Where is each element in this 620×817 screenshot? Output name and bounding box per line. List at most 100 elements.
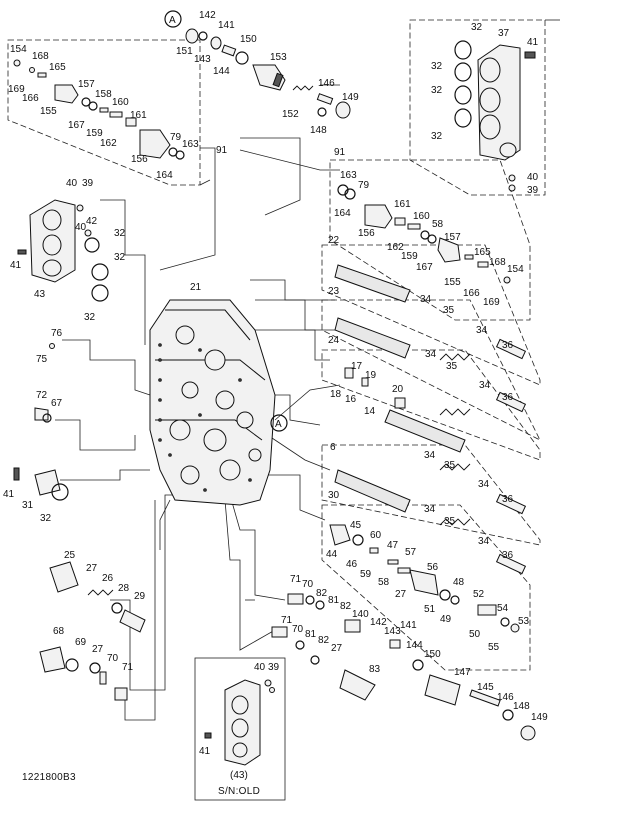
callout-24: 24 <box>328 335 340 346</box>
callout-27-d: 27 <box>92 644 104 655</box>
callout-144: 144 <box>213 66 230 77</box>
top-left-pilot-parts <box>13 59 185 160</box>
callout-40-d: 40 <box>254 662 266 673</box>
callout-32-h: 32 <box>40 513 52 524</box>
callout-41-c: 41 <box>3 489 15 500</box>
callout-164-b: 164 <box>334 208 351 219</box>
callout-32-d: 32 <box>431 131 443 142</box>
callout-148-b: 148 <box>513 701 530 712</box>
callout-19: 19 <box>365 370 377 381</box>
callout-44: 44 <box>326 549 338 560</box>
callout-17: 17 <box>351 361 363 372</box>
callout-58-a: 58 <box>432 219 444 230</box>
callout-154-a: 154 <box>10 44 27 55</box>
callout-168-a: 168 <box>32 51 49 62</box>
callout-81-a: 81 <box>328 595 340 606</box>
callout-40-a: 40 <box>527 172 539 183</box>
callout-154-b: 154 <box>507 264 524 275</box>
callout-164-a: 164 <box>156 170 173 181</box>
top-right-cover <box>454 40 536 192</box>
callout-169-a: 169 <box>8 84 25 95</box>
callout-150-top: 150 <box>240 34 257 45</box>
callout-157-a: 157 <box>78 79 95 90</box>
callout-31: 31 <box>22 500 34 511</box>
callout-40-c: 40 <box>75 222 87 233</box>
callout-82-b: 82 <box>340 601 352 612</box>
callout-56: 56 <box>427 562 439 573</box>
control-valve-body <box>149 299 276 506</box>
callout-20: 20 <box>392 384 404 395</box>
callout-34-b: 34 <box>476 325 488 336</box>
callout-70-c: 70 <box>107 653 119 664</box>
callout-A-body: A <box>275 419 282 430</box>
top-right-cover-group <box>409 19 546 196</box>
top-pilot-parts <box>185 28 351 119</box>
callout-43: 43 <box>34 289 46 300</box>
callout-69: 69 <box>75 637 87 648</box>
callout-39-b: 39 <box>82 178 94 189</box>
callout-152: 152 <box>282 109 299 120</box>
callout-34-h: 34 <box>478 536 490 547</box>
callout-21: 21 <box>190 282 202 293</box>
callout-91-a: 91 <box>216 145 228 156</box>
callout-49: 49 <box>440 614 452 625</box>
callout-25: 25 <box>64 550 76 561</box>
callout-70-a: 70 <box>302 579 314 590</box>
callout-157-b: 157 <box>444 232 461 243</box>
callout-32-f: 32 <box>114 252 126 263</box>
drawing-number: 1221800B3 <box>22 772 76 783</box>
callout-166-b: 166 <box>463 288 480 299</box>
callout-143: 143 <box>194 54 211 65</box>
callout-51: 51 <box>424 604 436 615</box>
callout-156-b: 156 <box>358 228 375 239</box>
spool-group-2 <box>321 299 541 441</box>
callout-36-c: 36 <box>502 494 514 505</box>
callout-26: 26 <box>102 573 114 584</box>
callout-41-b: 41 <box>10 260 22 271</box>
callout-162-a: 162 <box>100 138 117 149</box>
callout-39-a: 39 <box>527 185 539 196</box>
callout-59: 59 <box>360 569 372 580</box>
callout-71-b: 71 <box>281 615 293 626</box>
top-left-pilot-valve-group <box>7 39 201 186</box>
callout-144-b: 144 <box>406 640 423 651</box>
callout-159-a: 159 <box>86 128 103 139</box>
callout-166-a: 166 <box>22 93 39 104</box>
callout-34-d: 34 <box>479 380 491 391</box>
callout-151: 151 <box>176 46 193 57</box>
callout-32-b: 32 <box>431 61 443 72</box>
leader-lines <box>55 19 560 721</box>
callout-143-b: 143 <box>384 626 401 637</box>
callout-53: 53 <box>518 616 530 627</box>
callout-34-g: 34 <box>424 504 436 515</box>
left-cover-parts <box>17 199 109 302</box>
callout-160-b: 160 <box>413 211 430 222</box>
callout-167-a: 167 <box>68 120 85 131</box>
callout-146-b: 146 <box>497 692 514 703</box>
callout-82-a: 82 <box>316 588 328 599</box>
callout-55: 55 <box>488 642 500 653</box>
callout-32-a: 32 <box>471 22 483 33</box>
callout-163-a: 163 <box>182 139 199 150</box>
callout-14: 14 <box>364 406 376 417</box>
callout-39-d: 39 <box>268 662 280 673</box>
callout-54: 54 <box>497 603 509 614</box>
callout-142: 142 <box>199 10 216 21</box>
right-pilot-parts <box>337 184 511 284</box>
callout-163-b: 163 <box>340 170 357 181</box>
callout-159-b: 159 <box>401 251 418 262</box>
callout-34-a: 34 <box>420 294 432 305</box>
callout-91-b: 91 <box>334 147 346 158</box>
callout-150-b: 150 <box>424 649 441 660</box>
callout-36-a: 36 <box>502 340 514 351</box>
callout-27-b: 27 <box>86 563 98 574</box>
view-a-marker-top <box>164 10 182 28</box>
callout-68: 68 <box>53 626 65 637</box>
callout-35-d: 35 <box>444 516 456 527</box>
view-a-marker-body <box>270 414 288 432</box>
spool-assemblies <box>334 264 527 575</box>
callout-43-old: (43) <box>230 770 248 781</box>
callout-142-b: 142 <box>370 617 387 628</box>
callout-81-b: 81 <box>305 629 317 640</box>
callout-79-b: 79 <box>358 180 370 191</box>
